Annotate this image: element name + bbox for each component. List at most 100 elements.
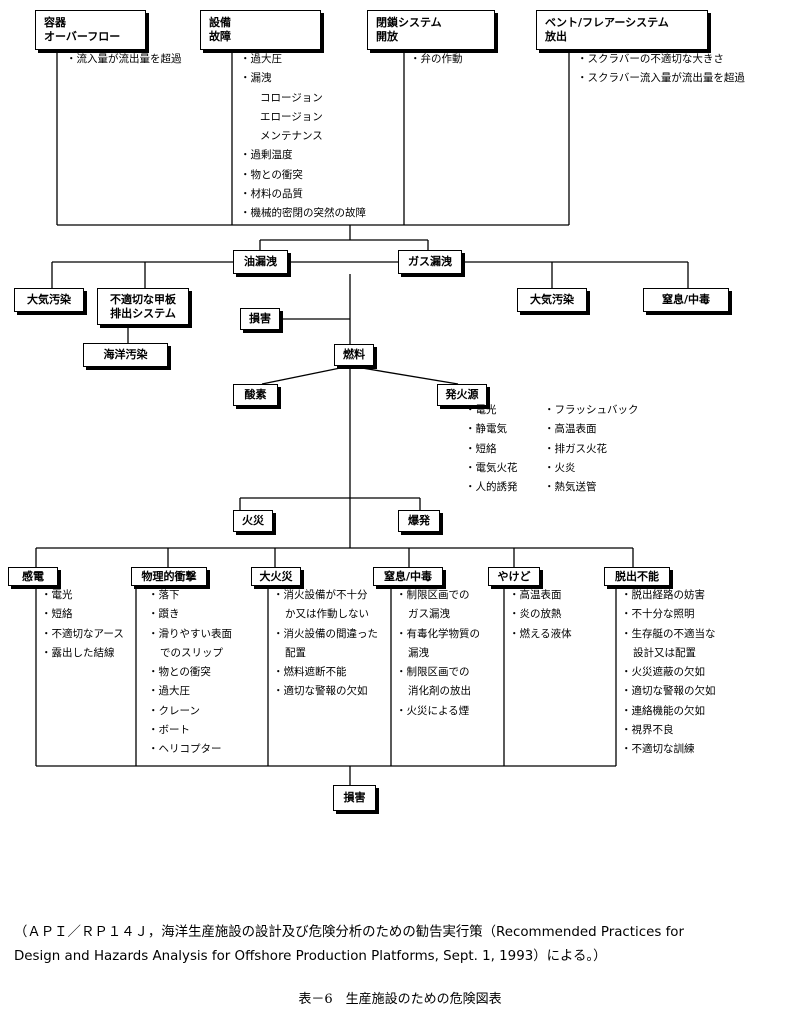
- damage-mid-box: 損害: [240, 308, 280, 330]
- shutdown-causes: 弁の作動: [410, 50, 463, 69]
- list-item: クレーン: [148, 702, 232, 721]
- list-item: 材料の品質: [240, 185, 366, 204]
- list-item: 脱出経路の妨害: [621, 586, 716, 605]
- equipment-subtitle: 故障: [209, 30, 231, 43]
- equipment-box: 設備 故障: [200, 10, 321, 50]
- shock-box: 感電: [8, 567, 58, 586]
- vent-subtitle: 放出: [545, 30, 567, 43]
- list-item: 視界不良: [621, 721, 716, 740]
- list-item-cont: ガス漏洩: [408, 608, 450, 621]
- list-item: 生存艇の不適当な: [621, 625, 716, 644]
- list-item: 不十分な照明: [621, 605, 716, 624]
- list-item: 燃料遮断不能: [273, 663, 378, 682]
- list-item: 躓き: [148, 605, 232, 624]
- list-item: 物との衝突: [148, 663, 232, 682]
- list-item: 適切な警報の欠如: [273, 682, 378, 701]
- deck-line2: 排出システム: [110, 306, 176, 320]
- fire-box: 火災: [233, 510, 273, 532]
- damage-bottom-box: 損害: [333, 785, 376, 811]
- list-item: 落下: [148, 586, 232, 605]
- list-item: 人的誘発: [465, 478, 518, 497]
- list-item: 火災による煙: [396, 702, 480, 721]
- list-item: 不適切なアース: [41, 625, 124, 644]
- list-item: 高温表面: [544, 420, 639, 439]
- list-item: 不適切な訓練: [621, 740, 716, 759]
- source-note: （ＡＰＩ／ＲＰ１４Ｊ，海洋生産施設の設計及び危険分析のための勧告実行策（Reco…: [14, 921, 800, 969]
- list-item: 消火設備が不十分: [273, 586, 378, 605]
- escape-box: 脱出不能: [604, 567, 670, 586]
- list-item: スクラバーの不適切な大きさ: [577, 50, 745, 69]
- vessel-title: 容器: [44, 16, 66, 30]
- list-subitem: コロージョン: [260, 91, 323, 104]
- sea-pollution-box: 海洋汚染: [83, 343, 168, 367]
- list-item: ヘリコプター: [148, 740, 232, 759]
- equipment-title: 設備: [209, 16, 231, 30]
- gas-leak-box: ガス漏洩: [398, 250, 462, 274]
- list-item: 弁の作動: [410, 50, 463, 69]
- shutdown-subtitle: 開放: [376, 30, 398, 43]
- list-item: 火炎: [544, 459, 639, 478]
- list-item: 電気火花: [465, 459, 518, 478]
- air-pollution-left-box: 大気汚染: [14, 288, 84, 312]
- shutdown-title: 閉鎖システム: [376, 16, 442, 30]
- list-item: 静電気: [465, 420, 518, 439]
- shock-causes: 電光 短絡 不適切なアース 露出した結線: [41, 586, 124, 663]
- ignition-sources-col2: フラッシュバック 高温表面 排ガス火花 火炎 熱気送管: [544, 401, 639, 497]
- list-item-cont: 消化剤の放出: [408, 685, 471, 698]
- burn-box: やけど: [488, 567, 540, 586]
- vessel-causes: 流入量が流出量を超過: [66, 50, 182, 69]
- list-item: 火災遮蔽の欠如: [621, 663, 716, 682]
- vessel-box: 容器 オーバーフロー: [35, 10, 146, 50]
- list-subitem: エロージョン: [260, 110, 323, 123]
- list-item: 適切な警報の欠如: [621, 682, 716, 701]
- list-item: 短絡: [41, 605, 124, 624]
- list-item-cont: 漏洩: [408, 646, 429, 659]
- source-note-line1: （ＡＰＩ／ＲＰ１４Ｊ，海洋生産施設の設計及び危険分析のための勧告実行策（Reco…: [14, 925, 684, 940]
- list-item: 有毒化学物質の: [396, 625, 481, 644]
- oil-leak-box: 油漏洩: [233, 250, 288, 274]
- list-item: 機械的密閉の突然の故障: [240, 204, 367, 223]
- list-item: 過大圧: [240, 50, 366, 69]
- fuel-box: 燃料: [334, 344, 374, 366]
- escape-causes: 脱出経路の妨害 不十分な照明 生存艇の不適当な 設計又は配置 火災遮蔽の欠如 適…: [621, 586, 716, 760]
- list-item: 連絡機能の欠如: [621, 702, 716, 721]
- suffocation-box: 窒息/中毒: [373, 567, 443, 586]
- vessel-subtitle: オーバーフロー: [44, 30, 121, 43]
- list-item: 電光: [465, 401, 518, 420]
- burn-causes: 高温表面 炎の放熱 燃える液体: [509, 586, 572, 644]
- suffocation-causes: 制限区画での ガス漏洩 有毒化学物質の 漏洩 制限区画での 消化剤の放出 火災に…: [396, 586, 481, 721]
- list-item: 排ガス火花: [544, 440, 639, 459]
- list-item: 過大圧: [148, 682, 232, 701]
- list-item: 滑りやすい表面: [148, 625, 233, 644]
- source-note-line2: Design and Hazards Analysis for Offshore…: [14, 949, 607, 964]
- vent-box: ベント/フレアーシステム 放出: [536, 10, 708, 50]
- list-item: 燃える液体: [509, 625, 572, 644]
- vent-title: ベント/フレアーシステム: [545, 16, 669, 30]
- figure-caption: 表－6 生産施設のための危険図表: [298, 992, 502, 1007]
- big-fire-causes: 消火設備が不十分 か又は作動しない 消火設備の間違った 配置 燃料遮断不能 適切…: [273, 586, 379, 702]
- list-item: 熱気送管: [544, 478, 639, 497]
- list-item: 電光: [41, 586, 124, 605]
- ignition-sources-col1: 電光 静電気 短絡 電気火花 人的誘発: [465, 401, 518, 497]
- list-item: 物との衝突: [240, 166, 366, 185]
- list-item: 高温表面: [509, 586, 572, 605]
- list-item: 過剰温度: [240, 146, 366, 165]
- list-item-cont: でのスリップ: [160, 646, 223, 659]
- oxygen-box: 酸素: [233, 384, 278, 406]
- list-subitem: メンテナンス: [260, 130, 323, 143]
- impact-box: 物理的衝撃: [131, 567, 207, 586]
- list-item: 流入量が流出量を超過: [66, 50, 182, 69]
- list-item-cont: 設計又は配置: [633, 646, 696, 659]
- list-item: 消火設備の間違った: [273, 625, 379, 644]
- list-item: 炎の放熱: [509, 605, 572, 624]
- list-item: 漏洩: [240, 69, 366, 88]
- big-fire-box: 大火災: [251, 567, 301, 586]
- list-item-cont: か又は作動しない: [285, 608, 369, 621]
- list-item: 制限区画での: [396, 663, 480, 682]
- shutdown-box: 閉鎖システム 開放: [367, 10, 495, 50]
- deck-line1: 不適切な甲板: [110, 292, 176, 306]
- list-item: 露出した結線: [41, 644, 124, 663]
- explosion-box: 爆発: [398, 510, 440, 532]
- list-item: 制限区画での: [396, 586, 480, 605]
